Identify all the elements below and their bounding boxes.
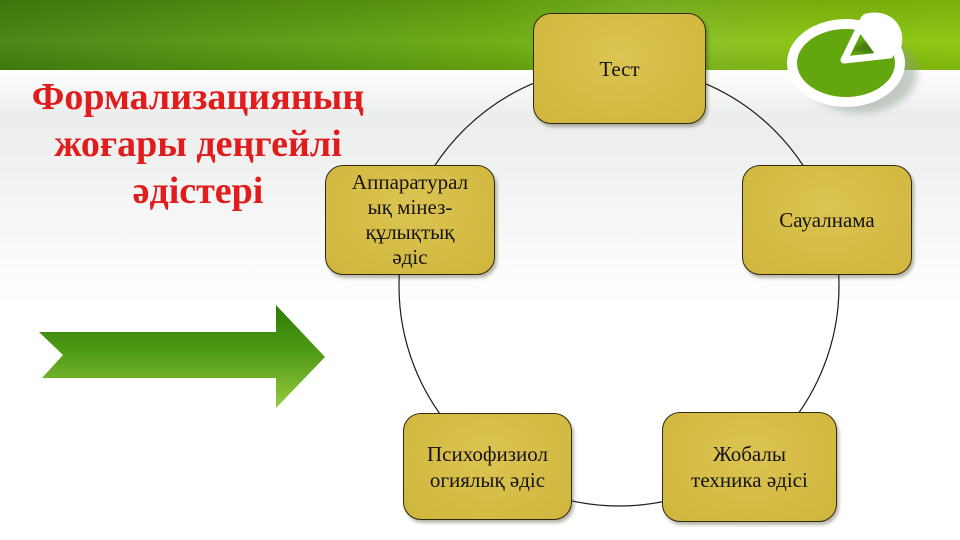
node-label: Тест — [599, 56, 640, 81]
diagram-node-test: Тест — [533, 13, 706, 124]
page-title: Формализацияның жоғары деңгейлі әдістері — [31, 76, 365, 212]
node-label: Психофизиол огиялық әдіс — [426, 441, 548, 492]
diagram-node-saualnama: Сауалнама — [742, 165, 912, 275]
node-label: Аппаратурал ық мінез- құлықтық әдіс — [351, 170, 469, 269]
pie-chart-logo-icon — [787, 12, 917, 113]
diagram-node-zhobaly: Жобалы техника әдісі — [662, 412, 837, 522]
diagram-node-psihofiziol: Психофизиол огиялық әдіс — [403, 413, 572, 520]
logo-slice-flap — [858, 12, 903, 57]
diagram-node-apparatural: Аппаратурал ық мінез- құлықтық әдіс — [325, 165, 495, 275]
node-label: Жобалы техника әдісі — [691, 442, 808, 492]
node-label: Сауалнама — [779, 208, 875, 232]
